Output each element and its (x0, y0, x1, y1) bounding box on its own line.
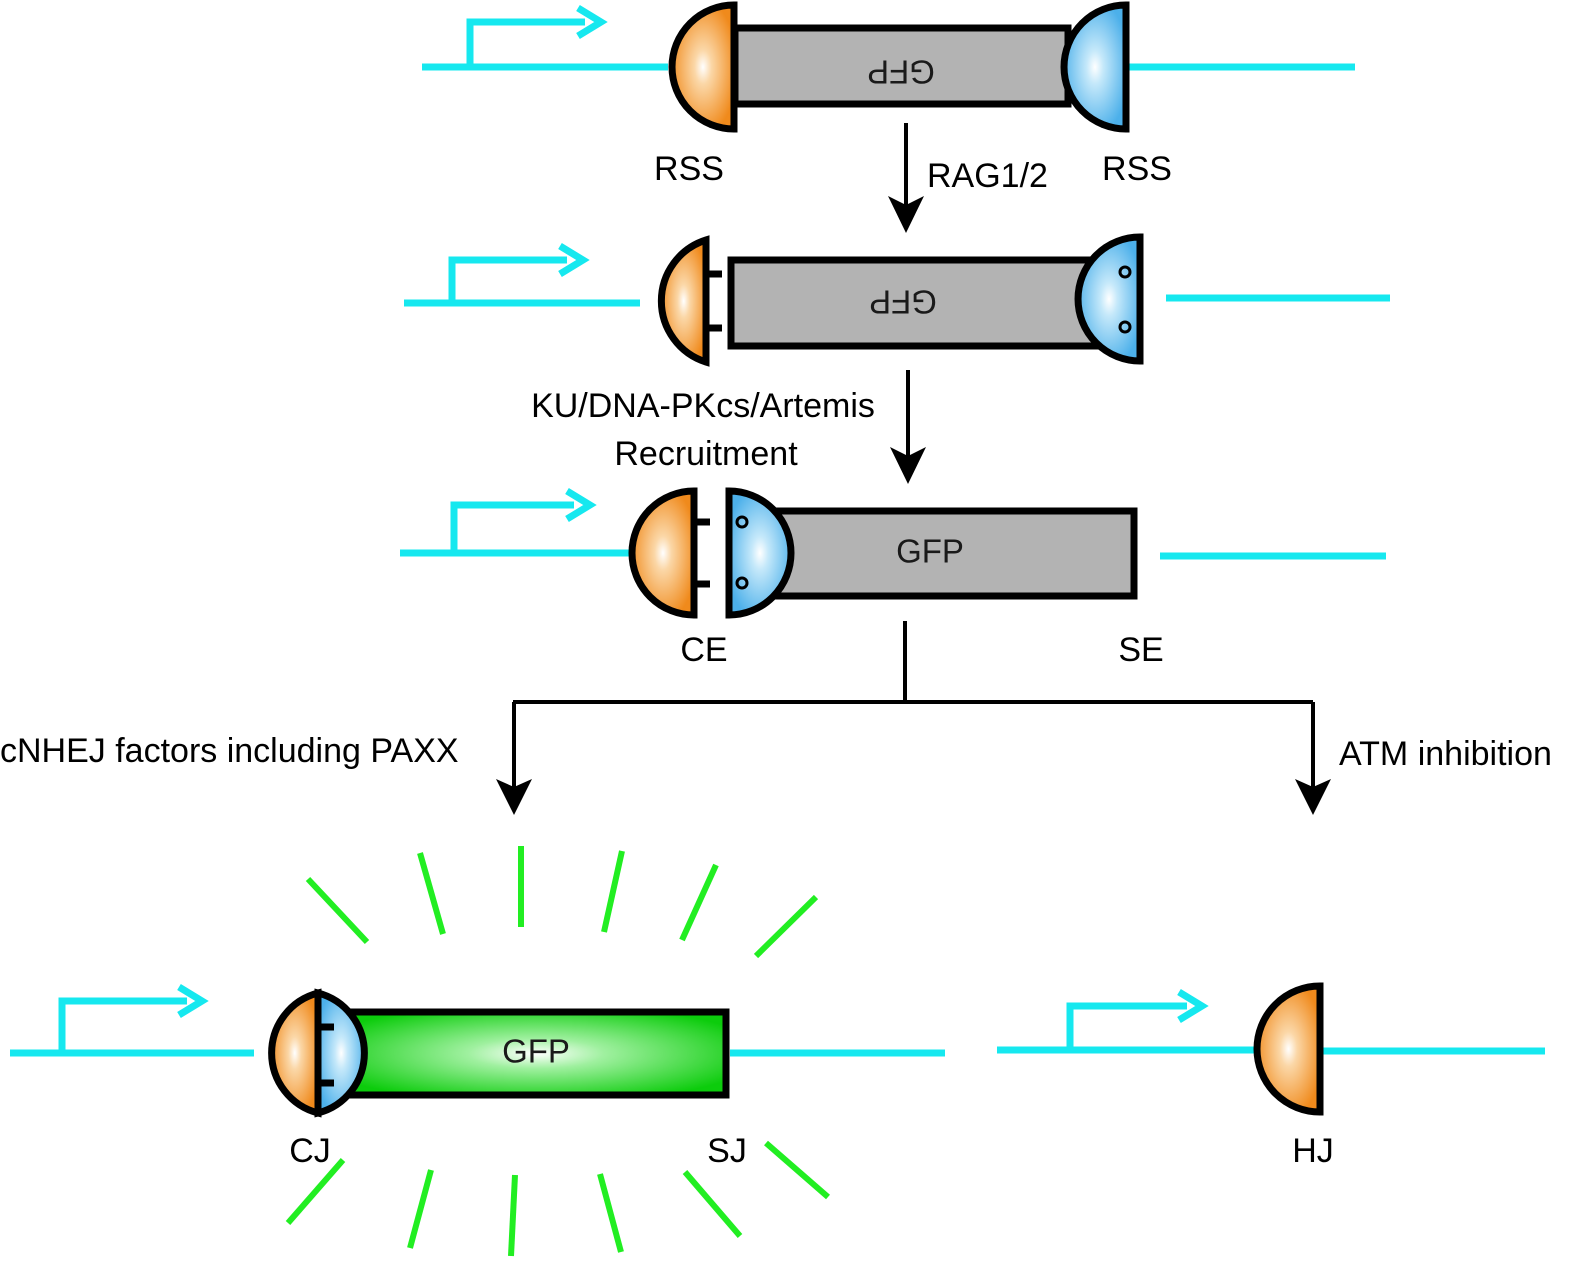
rag-step-arrow: RAG1/2 (888, 123, 1048, 233)
row3-coding-signal-ends: GFP CE SE (400, 487, 1386, 669)
rss-orange-icon (628, 487, 698, 619)
glow-rays (285, 846, 830, 1257)
rag-label: RAG1/2 (927, 157, 1048, 195)
glow-ray-icon (597, 1173, 624, 1253)
rss-blue-icon (1060, 1, 1130, 133)
gfp-cassette (762, 507, 1138, 600)
blunt-end-mark (1118, 320, 1132, 334)
recruitment-label-line1: KU/DNA-PKcs/Artemis (531, 387, 875, 425)
glow-ray-icon (601, 850, 625, 933)
glow-ray-icon (764, 1140, 830, 1200)
rss-right-label: RSS (1102, 150, 1172, 188)
glow-ray-icon (417, 852, 446, 935)
rss-orange-icon (1253, 982, 1324, 1116)
rss-orange-icon (657, 235, 710, 367)
glow-ray-icon (753, 894, 819, 959)
branch-arrows: cNHEJ factors including PAXX ATM inhibit… (0, 621, 1552, 815)
rss-orange-icon (668, 1, 738, 133)
glow-ray-icon (285, 1158, 346, 1225)
hj-label: HJ (1292, 1132, 1334, 1170)
row4-coding-joint: GFP CJ SJ (10, 984, 945, 1170)
blunt-end-mark (1118, 265, 1132, 279)
promoter-arrow-icon (450, 488, 597, 553)
promoter-arrow-icon (448, 243, 590, 303)
row1-substrate: GFP RSS RSS (422, 1, 1355, 188)
promoter-arrow-icon (1066, 989, 1209, 1050)
ce-label: CE (680, 631, 727, 669)
se-label: SE (1118, 631, 1163, 669)
gfp-label: GFP (502, 1033, 570, 1070)
recruitment-step-arrow: KU/DNA-PKcs/Artemis Recruitment (531, 370, 926, 484)
sj-label: SJ (707, 1132, 747, 1170)
rss-left-label: RSS (654, 150, 724, 188)
glow-ray-icon (407, 1169, 434, 1249)
rss-orange-icon (268, 988, 322, 1118)
row2-cleaved: GFP (404, 233, 1390, 367)
row4-hybrid-joint: HJ (997, 982, 1545, 1170)
glow-ray-icon (682, 1170, 743, 1238)
cnhej-label: cNHEJ factors including PAXX (0, 732, 459, 770)
promoter-arrow-icon (466, 5, 608, 67)
glow-ray-icon (508, 1174, 518, 1257)
glow-ray-icon (679, 863, 719, 942)
gfp-label-inverted: GFP (869, 283, 937, 320)
recruitment-label-line2: Recruitment (614, 435, 798, 473)
gfp-label-inverted: GFP (867, 53, 935, 90)
blunt-end-mark (735, 515, 749, 529)
glow-ray-icon (305, 876, 370, 945)
atm-label: ATM inhibition (1339, 735, 1552, 773)
cj-label: CJ (289, 1132, 331, 1170)
blunt-end-mark (735, 576, 749, 590)
gfp-label: GFP (896, 533, 964, 570)
rss-blue-icon (725, 487, 795, 619)
promoter-arrow-icon (58, 984, 209, 1053)
